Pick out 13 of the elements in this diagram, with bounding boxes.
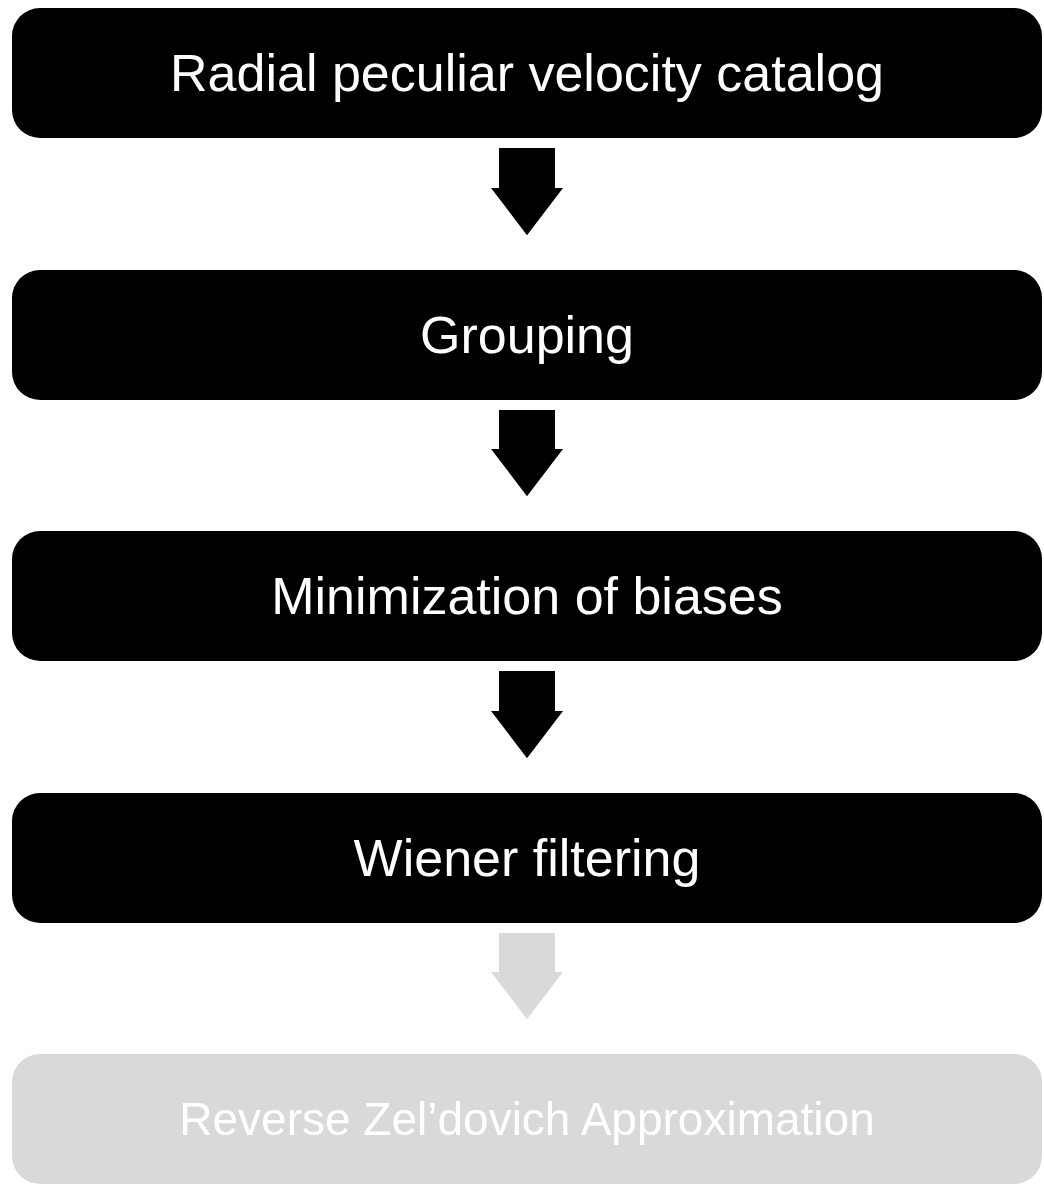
step-label: Minimization of biases [271,566,783,626]
block-arrow [491,933,563,1020]
process-box [12,531,1042,661]
block-arrow [491,148,563,236]
block-arrow [491,671,563,759]
step-label: Wiener filtering [353,828,701,888]
process-box [12,270,1042,400]
block-arrow [491,410,563,497]
process-box [12,8,1042,138]
step-label: Radial peculiar velocity catalog [170,43,884,103]
step-label: Grouping [420,305,634,365]
process-box [12,793,1042,923]
process-box [12,1054,1042,1184]
